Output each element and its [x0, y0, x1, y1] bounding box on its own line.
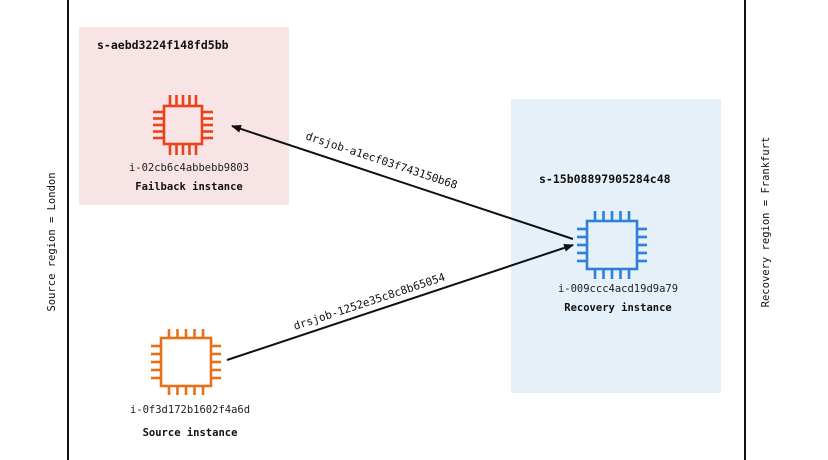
source-instance-name: Source instance: [142, 427, 238, 439]
replication-arrow: [226, 244, 574, 361]
recovery-region-boundary: [744, 0, 746, 460]
failback-server-box: [79, 27, 289, 205]
recovery-server-box: [511, 99, 721, 393]
failback-instance-id: i-02cb6c4abbebb9803: [128, 162, 250, 174]
recovery-server-title: s-15b08897905284c48: [539, 172, 671, 186]
recovery-instance-name: Recovery instance: [564, 302, 672, 314]
source-ec2-instance-icon: [151, 329, 221, 395]
replication-job-label: drsjob-1252e35c8c8b65054: [292, 270, 447, 332]
failback-job-label: drsjob-a1ecf03f743150b68: [304, 130, 459, 192]
source-instance-id: i-0f3d172b1602f4a6d: [129, 404, 251, 416]
failback-instance-name: Failback instance: [135, 181, 243, 193]
recovery-instance-id: i-009ccc4acd19d9a79: [557, 283, 679, 295]
failback-arrow: [231, 125, 574, 240]
recovery-ec2-instance-icon: [577, 211, 647, 279]
source-region-boundary: [67, 0, 69, 460]
failback-server-title: s-aebd3224f148fd5bb: [97, 38, 229, 52]
failback-ec2-instance-icon: [153, 95, 213, 155]
